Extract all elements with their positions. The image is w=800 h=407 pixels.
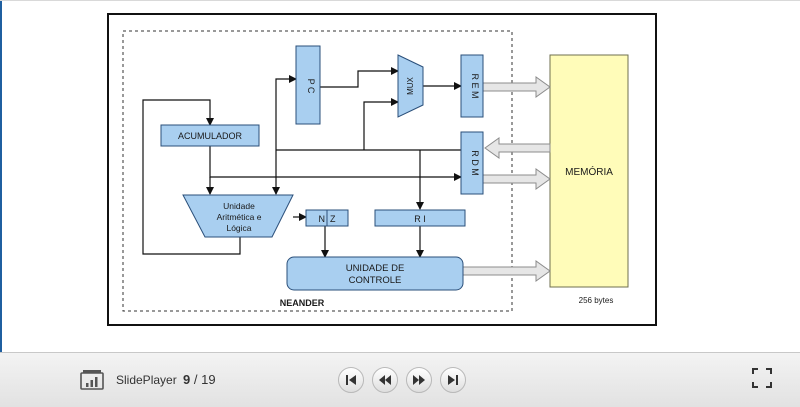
- page-indicator: 9 / 19: [183, 372, 216, 387]
- rdm-register: R D M: [460, 131, 484, 195]
- left-edge-accent: [0, 1, 2, 353]
- memory-to-rdm-arrow: [484, 137, 551, 159]
- accumulator-register: ACUMULADOR: [160, 124, 260, 147]
- fullscreen-button[interactable]: [752, 368, 772, 388]
- current-page: 9: [183, 372, 191, 387]
- nz-flags: N Z: [305, 209, 349, 227]
- ri-label: R I: [414, 214, 426, 224]
- nz-label: N Z: [319, 214, 337, 224]
- control-unit-label-line1: UNIDADE DE: [346, 263, 405, 274]
- pc-register: P C: [295, 45, 321, 125]
- first-slide-button[interactable]: [338, 367, 364, 393]
- rdm-to-memory-arrow: [482, 168, 551, 190]
- memory-label: MEMÓRIA: [565, 165, 613, 178]
- alu-label-line3: Lógica: [226, 223, 251, 233]
- slideplayer-brand: SlidePlayer: [116, 373, 177, 387]
- fullscreen-icon: [752, 368, 772, 388]
- total-pages: 19: [201, 372, 216, 387]
- uc-to-memory-arrow: [462, 260, 551, 282]
- last-slide-icon: [448, 375, 458, 385]
- rem-label: R E M: [470, 73, 480, 98]
- first-slide-icon: [346, 375, 356, 385]
- pc-label: P C: [306, 79, 316, 94]
- neander-label: NEANDER: [280, 298, 325, 308]
- neander-boundary: [122, 30, 513, 312]
- control-unit-label-line2: CONTROLE: [349, 275, 402, 286]
- slideplayer-logo-icon: [80, 370, 104, 390]
- mux: MUX: [397, 54, 424, 118]
- alu-label-line2: Aritmética e: [217, 212, 262, 222]
- mux-label: MUX: [406, 76, 415, 94]
- slide-area: MEMÓRIA 256 bytes: [0, 0, 800, 353]
- player-toolbar: SlidePlayer 9 / 19: [0, 352, 800, 407]
- page-separator: /: [193, 372, 198, 387]
- memory-block: [549, 54, 629, 288]
- bus-arrows: [462, 76, 551, 282]
- previous-slide-icon: [379, 375, 391, 385]
- accumulator-label: ACUMULADOR: [178, 131, 243, 141]
- previous-slide-button[interactable]: [372, 367, 398, 393]
- rem-register: R E M: [460, 54, 484, 118]
- last-slide-button[interactable]: [440, 367, 466, 393]
- rdm-label: R D M: [470, 150, 480, 176]
- memory-size-label: 256 bytes: [579, 296, 614, 305]
- neander-diagram: MEMÓRIA 256 bytes: [107, 13, 657, 326]
- rem-to-memory-arrow: [482, 76, 551, 98]
- wires: [142, 67, 462, 258]
- alu: Unidade Aritmética e Lógica: [182, 194, 294, 238]
- ri-register: R I: [374, 209, 466, 227]
- next-slide-button[interactable]: [406, 367, 432, 393]
- next-slide-icon: [413, 375, 425, 385]
- control-unit: UNIDADE DE CONTROLE: [286, 256, 464, 291]
- alu-label-line1: Unidade: [223, 201, 255, 211]
